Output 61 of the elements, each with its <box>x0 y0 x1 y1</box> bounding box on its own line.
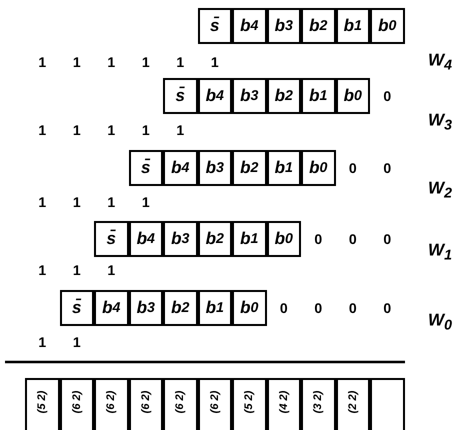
digit: 1 <box>72 54 81 70</box>
digit: 0 <box>383 300 392 316</box>
digit: 0 <box>348 300 357 316</box>
digit: 0 <box>348 160 357 176</box>
digit: 1 <box>107 194 116 210</box>
digit: 1 <box>72 194 81 210</box>
digit: 0 <box>348 231 357 247</box>
column-count: (2 2) <box>346 390 359 414</box>
digit: 1 <box>142 54 150 70</box>
column-count: (5 2) <box>243 390 256 414</box>
column-count: (6 2) <box>70 390 83 414</box>
digit: 0 <box>383 88 392 104</box>
column-count: (3 2) <box>312 390 324 414</box>
digit: 1 <box>210 54 219 70</box>
bit-cell: s̄ <box>198 8 232 44</box>
column-cell <box>301 378 336 430</box>
column-cell <box>336 378 370 430</box>
digit: 0 <box>383 160 392 176</box>
column-count: (4 2) <box>278 390 290 414</box>
digit: 1 <box>38 334 46 350</box>
column-cell <box>25 378 60 430</box>
word-label: W$_{2}$ <box>428 178 452 202</box>
bit-cell: s̄ <box>163 78 198 114</box>
digit: 1 <box>107 262 116 278</box>
digit: 1 <box>107 54 116 70</box>
column-cell <box>60 378 94 430</box>
word-label: W$_{3}$ <box>428 110 452 134</box>
digit: 1 <box>38 54 46 70</box>
digit: 1 <box>38 262 46 278</box>
digit: 0 <box>314 231 322 247</box>
column-count: (6 2) <box>174 390 186 414</box>
digit: 1 <box>72 262 81 278</box>
digit: 1 <box>142 194 150 210</box>
digit: 0 <box>314 300 322 316</box>
column-cell <box>94 378 128 430</box>
column-cell <box>232 378 266 430</box>
digit: 0 <box>280 300 288 316</box>
column-cell <box>163 378 198 430</box>
digit: 1 <box>72 334 81 350</box>
column-cell <box>198 378 232 430</box>
word-label: W$_{1}$ <box>428 240 452 264</box>
digit: 1 <box>176 122 184 138</box>
column-count: (5 2) <box>36 390 48 414</box>
digit: 1 <box>176 54 184 70</box>
digit: 1 <box>72 122 81 138</box>
word-label: W$_{0}$ <box>428 310 452 334</box>
bit-cell: s̄ <box>128 150 163 186</box>
empty-cell <box>370 378 404 430</box>
column-count: (6 2) <box>208 390 221 414</box>
digit: 1 <box>38 194 46 210</box>
digit: 1 <box>38 122 46 138</box>
bit-cell: s̄ <box>60 290 94 326</box>
bit-cell: s̄ <box>94 221 128 257</box>
column-cell <box>266 378 301 430</box>
digit: 0 <box>383 231 392 247</box>
column-count: (6 2) <box>140 390 152 414</box>
column-cell <box>128 378 163 430</box>
word-label: W$_{4}$ <box>428 50 452 74</box>
digit: 1 <box>107 122 116 138</box>
column-count: (6 2) <box>105 390 118 414</box>
digit: 1 <box>142 122 150 138</box>
